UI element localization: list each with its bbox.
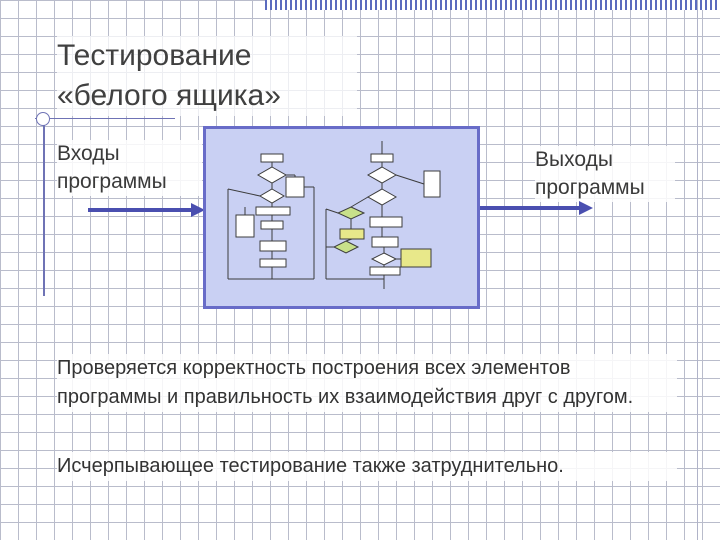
frame-circle-ornament	[36, 112, 50, 126]
title-line-2: «белого ящика»	[57, 79, 281, 112]
flow-decision	[332, 240, 360, 254]
flow-block	[400, 248, 432, 268]
flow-block	[339, 228, 365, 240]
outputs-label-line-1: Выходы	[535, 148, 613, 171]
flow-decision	[366, 188, 398, 206]
flow-decision	[336, 206, 366, 220]
flow-decision	[366, 166, 398, 184]
flow-decision	[259, 188, 285, 204]
flow-decision	[256, 166, 288, 184]
flow-block	[371, 236, 399, 248]
flow-connectors	[227, 141, 425, 289]
input-arrow	[88, 203, 205, 217]
flow-decision	[370, 252, 398, 266]
flow-block	[369, 266, 401, 276]
flow-block	[235, 214, 255, 238]
outputs-label-line-2: программы	[535, 176, 645, 199]
inputs-label: Входы программы	[57, 140, 202, 196]
inputs-label-line-1: Входы	[57, 142, 120, 165]
frame-horizontal-line	[35, 118, 175, 119]
conclusion-paragraph: Исчерпывающее тестирование также затрудн…	[57, 452, 677, 481]
flow-block	[423, 170, 441, 198]
flow-block	[260, 220, 284, 230]
flow-block	[259, 258, 287, 268]
description-paragraph: Проверяется корректность построения всех…	[57, 354, 677, 412]
flow-block	[285, 176, 305, 198]
flow-block	[370, 153, 394, 163]
flow-block	[260, 153, 284, 163]
flow-block	[255, 206, 291, 216]
outputs-label: Выходы программы	[535, 146, 675, 202]
top-decorative-bar	[265, 0, 720, 10]
flowchart-illustration	[227, 141, 441, 289]
right-vertical-line	[697, 0, 698, 540]
white-box-program	[203, 126, 480, 309]
flow-block	[369, 216, 403, 228]
title-line-1: Тестирование	[57, 39, 252, 72]
frame-vertical-line	[43, 118, 45, 296]
flow-block	[259, 240, 287, 252]
output-arrow	[476, 201, 593, 215]
slide-title: Тестирование «белого ящика»	[57, 36, 357, 116]
inputs-label-line-2: программы	[57, 170, 167, 193]
